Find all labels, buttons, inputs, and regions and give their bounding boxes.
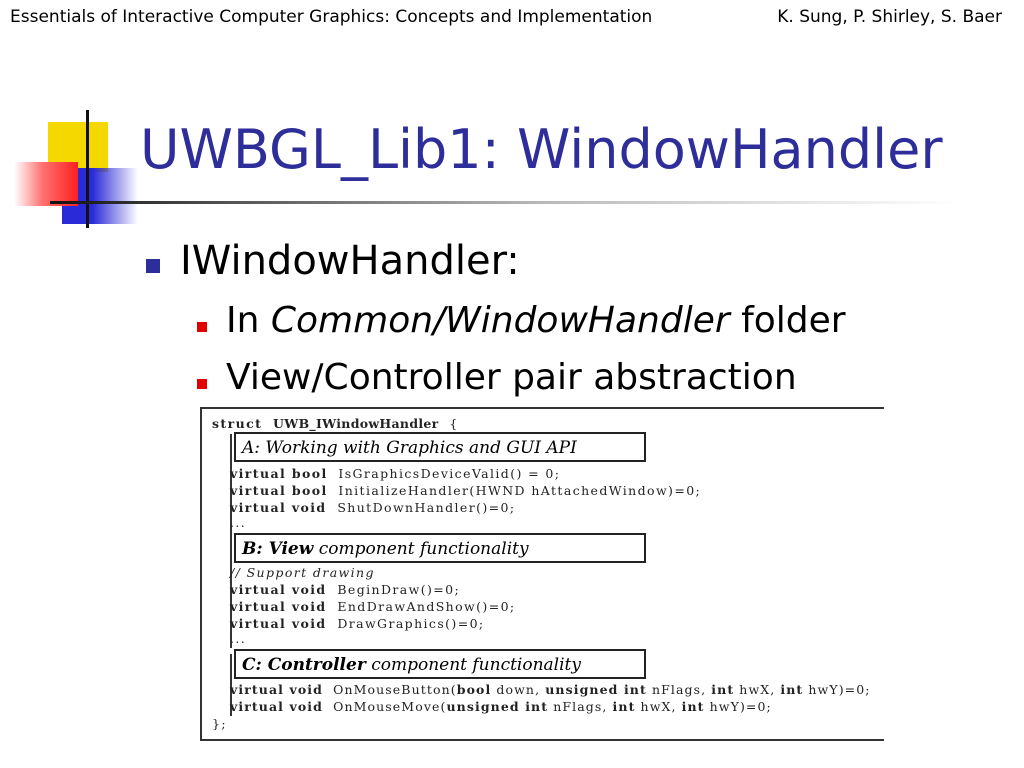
section-c-marker (230, 654, 232, 716)
code-text: nFlags, (646, 682, 712, 697)
sub-bullet-square-icon (197, 322, 207, 332)
code-comment: // Support drawing (230, 565, 375, 580)
code-text: BeginDraw()=0; (337, 582, 461, 597)
code-keyword: unsigned int (545, 682, 647, 697)
section-b-marker (230, 538, 232, 648)
code-text: IsGraphicsDeviceValid() = 0; (338, 466, 561, 481)
code-keyword: virtual void (230, 699, 323, 714)
code-text: OnMouseMove( (333, 699, 447, 714)
section-c-label: C: Controller component functionality (234, 649, 646, 679)
code-line: virtual void OnMouseMove(unsigned int nF… (230, 699, 772, 714)
code-line: virtual void BeginDraw()=0; (230, 582, 460, 597)
section-a-label: A: Working with Graphics and GUI API (234, 432, 646, 462)
code-figure: struct UWB_IWindowHandler { A: Working w… (200, 407, 886, 741)
code-struct-name: UWB_IWindowHandler (273, 416, 439, 431)
title-underline (50, 201, 960, 204)
bullet-level1-text: IWindowHandler: (180, 238, 520, 284)
code-struct-line: struct UWB_IWindowHandler { (212, 416, 459, 431)
code-struct-close: }; (212, 716, 227, 731)
code-text: hwX, (734, 682, 781, 697)
code-keyword: int (681, 699, 705, 714)
code-text: EndDrawAndShow()=0; (337, 599, 516, 614)
code-text: InitializeHandler(HWND hAttachedWindow)=… (338, 483, 702, 498)
logo-red-square (14, 162, 78, 206)
code-text: ShutDownHandler()=0; (337, 500, 516, 515)
code-text: nFlags, (548, 699, 613, 714)
header-authors: K. Sung, P. Shirley, S. Baer (777, 7, 1002, 27)
code-keyword: virtual void (230, 682, 323, 697)
code-line: virtual void DrawGraphics()=0; (230, 616, 485, 631)
code-text: hwY)=0; (803, 682, 871, 697)
code-line: virtual bool IsGraphicsDeviceValid() = 0… (230, 466, 560, 481)
slide-logo-decoration (0, 100, 160, 240)
code-keyword: int (612, 699, 636, 714)
sub-bullet-folder: In Common/WindowHandler folder (226, 300, 846, 341)
code-keyword: virtual void (230, 616, 327, 631)
sub-bullet-italic-path: Common/WindowHandler (270, 300, 730, 341)
slide-title: UWBGL_Lib1: WindowHandler (140, 118, 943, 181)
section-c-bold: C: Controller (242, 655, 366, 675)
code-line: virtual bool InitializeHandler(HWND hAtt… (230, 483, 701, 498)
code-keyword: virtual bool (230, 466, 328, 481)
logo-vertical-line (86, 110, 89, 228)
sub-bullet-abstraction: View/Controller pair abstraction (226, 357, 797, 398)
code-keyword: bool (456, 682, 492, 697)
section-b-bold: B: View (242, 539, 314, 559)
code-keyword: int (780, 682, 804, 697)
code-brace: { (449, 416, 459, 431)
section-c-rest: component functionality (365, 655, 581, 675)
code-ellipsis: ... (230, 631, 247, 646)
code-keyword: int (711, 682, 735, 697)
code-keyword: virtual void (230, 599, 327, 614)
code-line: virtual void OnMouseButton(bool down, un… (230, 682, 871, 697)
code-line: virtual void ShutDownHandler()=0; (230, 500, 515, 515)
sub-bullet-square-icon (197, 379, 207, 389)
code-top-rule (202, 407, 884, 409)
code-keyword: virtual void (230, 500, 327, 515)
section-b-rest: component functionality (313, 539, 529, 559)
sub-bullet-suffix: folder (729, 300, 846, 341)
section-a-marker (230, 434, 232, 538)
code-keyword: virtual bool (230, 483, 328, 498)
code-text: OnMouseButton( (333, 682, 457, 697)
sub-bullet-prefix: In (226, 300, 271, 341)
code-text: hwX, (635, 699, 682, 714)
code-bottom-rule (202, 739, 884, 741)
bullet-square-icon (146, 259, 160, 273)
code-text: DrawGraphics()=0; (337, 616, 485, 631)
code-line: virtual void EndDrawAndShow()=0; (230, 599, 516, 614)
code-text: hwY)=0; (704, 699, 772, 714)
code-keyword: unsigned int (446, 699, 549, 714)
code-ellipsis: ... (230, 515, 247, 530)
section-b-label: B: View component functionality (234, 533, 646, 563)
code-keyword: virtual void (230, 582, 327, 597)
code-keyword: struct (212, 416, 263, 431)
header-course-title: Essentials of Interactive Computer Graph… (10, 7, 653, 27)
code-text: down, (491, 682, 546, 697)
